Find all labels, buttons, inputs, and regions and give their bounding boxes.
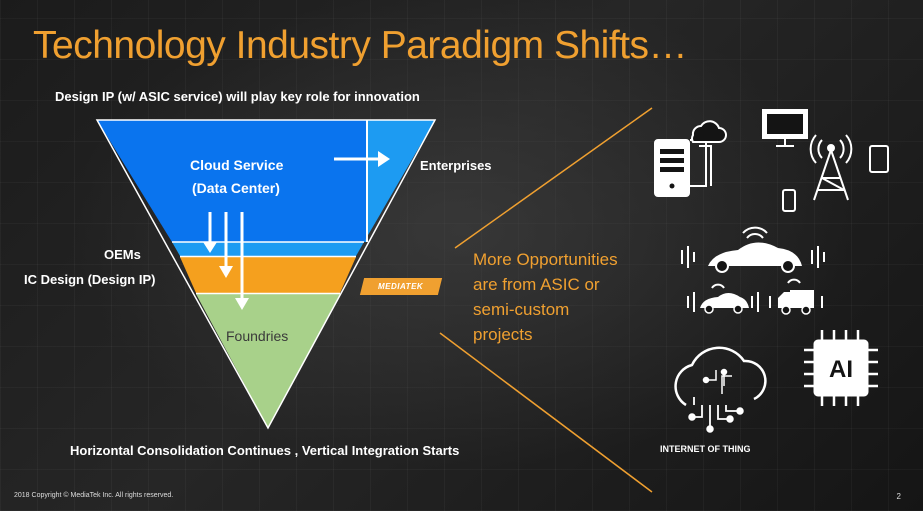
phone-icon xyxy=(782,189,796,212)
cloud-service-label: Cloud Service xyxy=(190,157,284,173)
arrow-to-foundries xyxy=(235,212,249,310)
copyright-text: 2018 Copyright © MediaTek Inc. All right… xyxy=(14,492,174,499)
funnel-ic-design-band xyxy=(180,257,356,293)
funnel-oem-band xyxy=(172,242,364,256)
data-center-label: (Data Center) xyxy=(192,180,280,196)
enterprises-label: Enterprises xyxy=(420,158,492,173)
funnel-cloud-layer xyxy=(97,120,367,242)
slide-subtitle: Design IP (w/ ASIC service) will play ke… xyxy=(55,89,420,104)
bottom-caption: Horizontal Consolidation Continues , Ver… xyxy=(70,443,460,458)
iot-cloud-icon xyxy=(674,346,767,433)
small-car-icon xyxy=(687,283,759,314)
opportunities-line-2: are from ASIC or xyxy=(473,275,600,294)
page-number: 2 xyxy=(896,492,901,501)
ai-chip-icon: AI xyxy=(804,330,878,406)
mediatek-logo-badge: MEDIATEK xyxy=(359,278,443,295)
monitor-icon xyxy=(762,109,808,147)
arrow-to-oems xyxy=(203,212,217,253)
delivery-truck-icon xyxy=(769,278,823,315)
arrow-to-enterprises xyxy=(334,151,390,167)
mediatek-logo-text: MEDIATEK xyxy=(378,282,424,291)
tablet-icon xyxy=(869,145,889,173)
server-cloud-icon xyxy=(654,120,727,197)
opportunities-line-4: projects xyxy=(473,325,533,344)
cell-tower-icon xyxy=(809,134,853,201)
ai-chip-text: AI xyxy=(829,356,853,383)
slide-title: Technology Industry Paradigm Shifts… xyxy=(33,24,688,67)
funnel-enterprise-layer xyxy=(364,120,435,242)
autonomous-car-icon xyxy=(681,226,825,273)
foundries-label: Foundries xyxy=(226,328,289,344)
opportunities-text: More Opportunities are from ASIC or semi… xyxy=(473,247,673,347)
oems-label: OEMs xyxy=(104,247,141,262)
funnel-foundry-layer xyxy=(196,294,340,428)
arrow-to-ic-design xyxy=(219,212,233,278)
ic-design-label: IC Design (Design IP) xyxy=(24,272,156,287)
opportunities-line-3: semi-custom xyxy=(473,300,570,319)
opportunities-line-1: More Opportunities xyxy=(473,250,618,269)
divider-line-bottom xyxy=(439,332,653,493)
iot-label: INTERNET OF THING xyxy=(660,444,751,454)
divider-line-top xyxy=(454,107,653,249)
